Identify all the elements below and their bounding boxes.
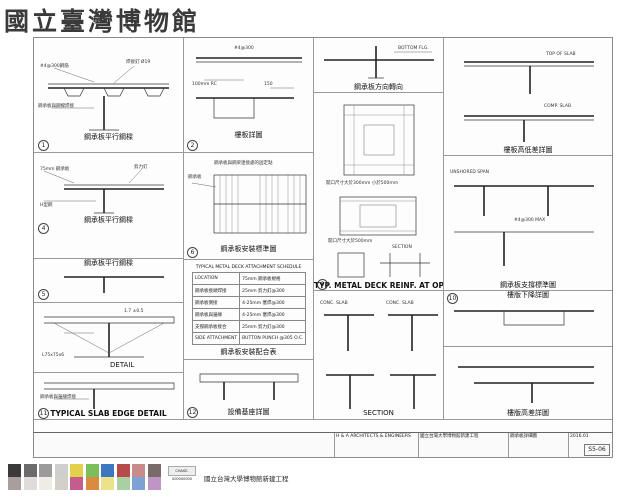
color-swatch [147,477,161,490]
color-swatch [147,464,161,477]
color-swatch [116,464,130,477]
drawing-title: 鋼承板詳細圖 [508,433,568,457]
panel-7: TOP OF SLAB COMP. SLAB 樓板高低差詳圖 [444,38,612,156]
panel-10: 樓版下降詳圖 10 [444,291,612,347]
firm-name: H & A ARCHITECTS & ENGINEERS [334,433,418,457]
panel-12-caption: 設備基座詳圖 [227,408,270,416]
attach-cell: 鋼承板接頭焊接 [191,284,241,297]
panel-1-caption: 鋼承板平行鋼樑 [84,133,133,141]
panel-9: 開口尺寸大於300mm 小於500mm 開口尺寸大於500mm SECTION … [314,93,444,291]
attach-cell: BUTTON PUNCH @305 O.C. [239,332,307,345]
panel-6: 鋼承板 鋼承板與鋼梁連接處的固定點 鋼承板安裝標準圖 6 [184,153,314,260]
panel-6-number: 6 [187,247,198,258]
panel-10-number: 10 [447,293,458,304]
color-swatch [54,477,68,490]
panel-14-caption: 樓版高差詳圖 [507,409,549,417]
color-calibration-strip [8,464,164,490]
attach-cell: LOCATION [191,272,241,285]
panel-4: 75mm 鋼承板 剪力釘 H型鋼 鋼承板平行鋼樑 4 [34,153,184,259]
color-swatch [39,464,52,477]
panel-11: 鋼承板與邊緣焊接 TYPICAL SLAB EDGE DETAIL 11 [34,373,184,420]
project-name: 國立台灣大學博物館新建工程 [418,433,508,457]
attach-cell: 4-25mm 塞焊@300 [239,296,307,309]
color-swatch [39,477,52,490]
panel-11-number: 11 [38,408,49,419]
panel-14: 樓版高差詳圖 [444,347,612,420]
panel-13-caption: SECTION [363,409,394,417]
color-swatch [70,477,83,490]
attachment-schedule: TYPICAL METAL DECK ATTACHMENT SCHEDULE L… [184,260,314,360]
attach-caption: 鋼承板安裝配合表 [220,348,277,356]
color-swatch [85,477,99,490]
footer-text: 國立台灣大學博物館新建工程 [204,475,289,483]
panel-12-number: 12 [187,407,198,418]
attach-cell: 75mm 鋼承板規格 [239,272,307,285]
attach-cell: 4-25mm 塞焊@300 [239,308,307,321]
title-block: H & A ARCHITECTS & ENGINEERS 國立台灣大學博物館新建… [33,432,613,458]
panel-7-caption: 樓板高低差詳圖 [503,146,553,154]
panel-11-top: 1.7 ±0.5 L75x75x6 DETAIL [34,303,184,373]
color-swatch [85,464,99,477]
attach-cell: 25mm 剪力釘@300 [239,284,307,297]
panel-9-caption: TYP. METAL DECK REINF. AT OPENINGS [314,281,444,290]
panel-11-caption: TYPICAL SLAB EDGE DETAIL [50,409,167,418]
attach-cell: 鋼承板側接 [191,296,241,309]
attach-cell: 鋼承板與邊緣 [191,308,241,321]
color-swatch [116,477,130,490]
drawing-sheet: #4@300鋼筋 焊接釘 Ø19 鋼承板與鋼樑焊接 鋼承板平行鋼樑 1 75mm… [33,37,613,457]
color-swatch [132,464,145,477]
attach-cell: 支撐鋼承板接合 [191,320,241,333]
color-swatch [70,464,83,477]
panel-9-number: 9 [317,279,328,290]
panel-5-caption: 鋼承板平行鋼樑 [84,259,133,267]
color-swatch [8,464,21,477]
date-cell: 2016.01 [568,433,612,457]
panel-8: UNSHORED SPAN #4@300 MAX 鋼承板支撐標準圖 [444,156,612,291]
edge-detail-caption: DETAIL [110,361,135,369]
color-swatch [101,477,114,490]
panel-2-number: 2 [187,140,198,151]
card-tag: CHASE-000000000 [168,466,196,481]
panel-3: BOTTOM FLG. 鋼承板方向轉向 [314,38,444,93]
panel-4-number: 4 [38,223,49,234]
panel-6-caption: 鋼承板安裝標準圖 [220,245,277,253]
panel-10-caption: 樓版下降詳圖 [507,291,549,299]
color-swatch [23,464,37,477]
color-swatch [101,464,114,477]
panel-1-number: 1 [38,140,49,151]
opening-section-label: SECTION [392,245,412,250]
panel-1: #4@300鋼筋 焊接釘 Ø19 鋼承板與鋼樑焊接 鋼承板平行鋼樑 1 [34,38,184,153]
panel-4-caption: 鋼承板平行鋼樑 [84,216,133,224]
attach-cell: 25mm 剪力釘@300 [239,320,307,333]
panel-5-number: 5 [38,289,49,300]
attach-table-title: TYPICAL METAL DECK ATTACHMENT SCHEDULE [195,265,302,270]
color-swatch [8,477,21,490]
panel-13: CONC. SLAB CONC. SLAB SECTION [314,291,444,420]
sheet-number: S5-06 [584,444,610,456]
panel-12: 設備基座詳圖 12 [184,360,314,420]
panel-5: 鋼承板平行鋼樑 5 [34,259,184,303]
color-swatch [23,477,37,490]
color-swatch [132,477,145,490]
museum-logo: 國立臺灣博物館 [4,7,201,36]
color-swatch [54,464,68,477]
panel-3-caption: 鋼承板方向轉向 [354,83,403,91]
attach-cell: SIDE ATTACHMENT [191,332,241,345]
panel-2: #4@300 100mm RC 150 樓板詳圖 2 [184,38,314,153]
panel-2-caption: 樓板詳圖 [234,131,263,139]
panel-8-caption: 鋼承板支撐標準圖 [500,281,556,289]
